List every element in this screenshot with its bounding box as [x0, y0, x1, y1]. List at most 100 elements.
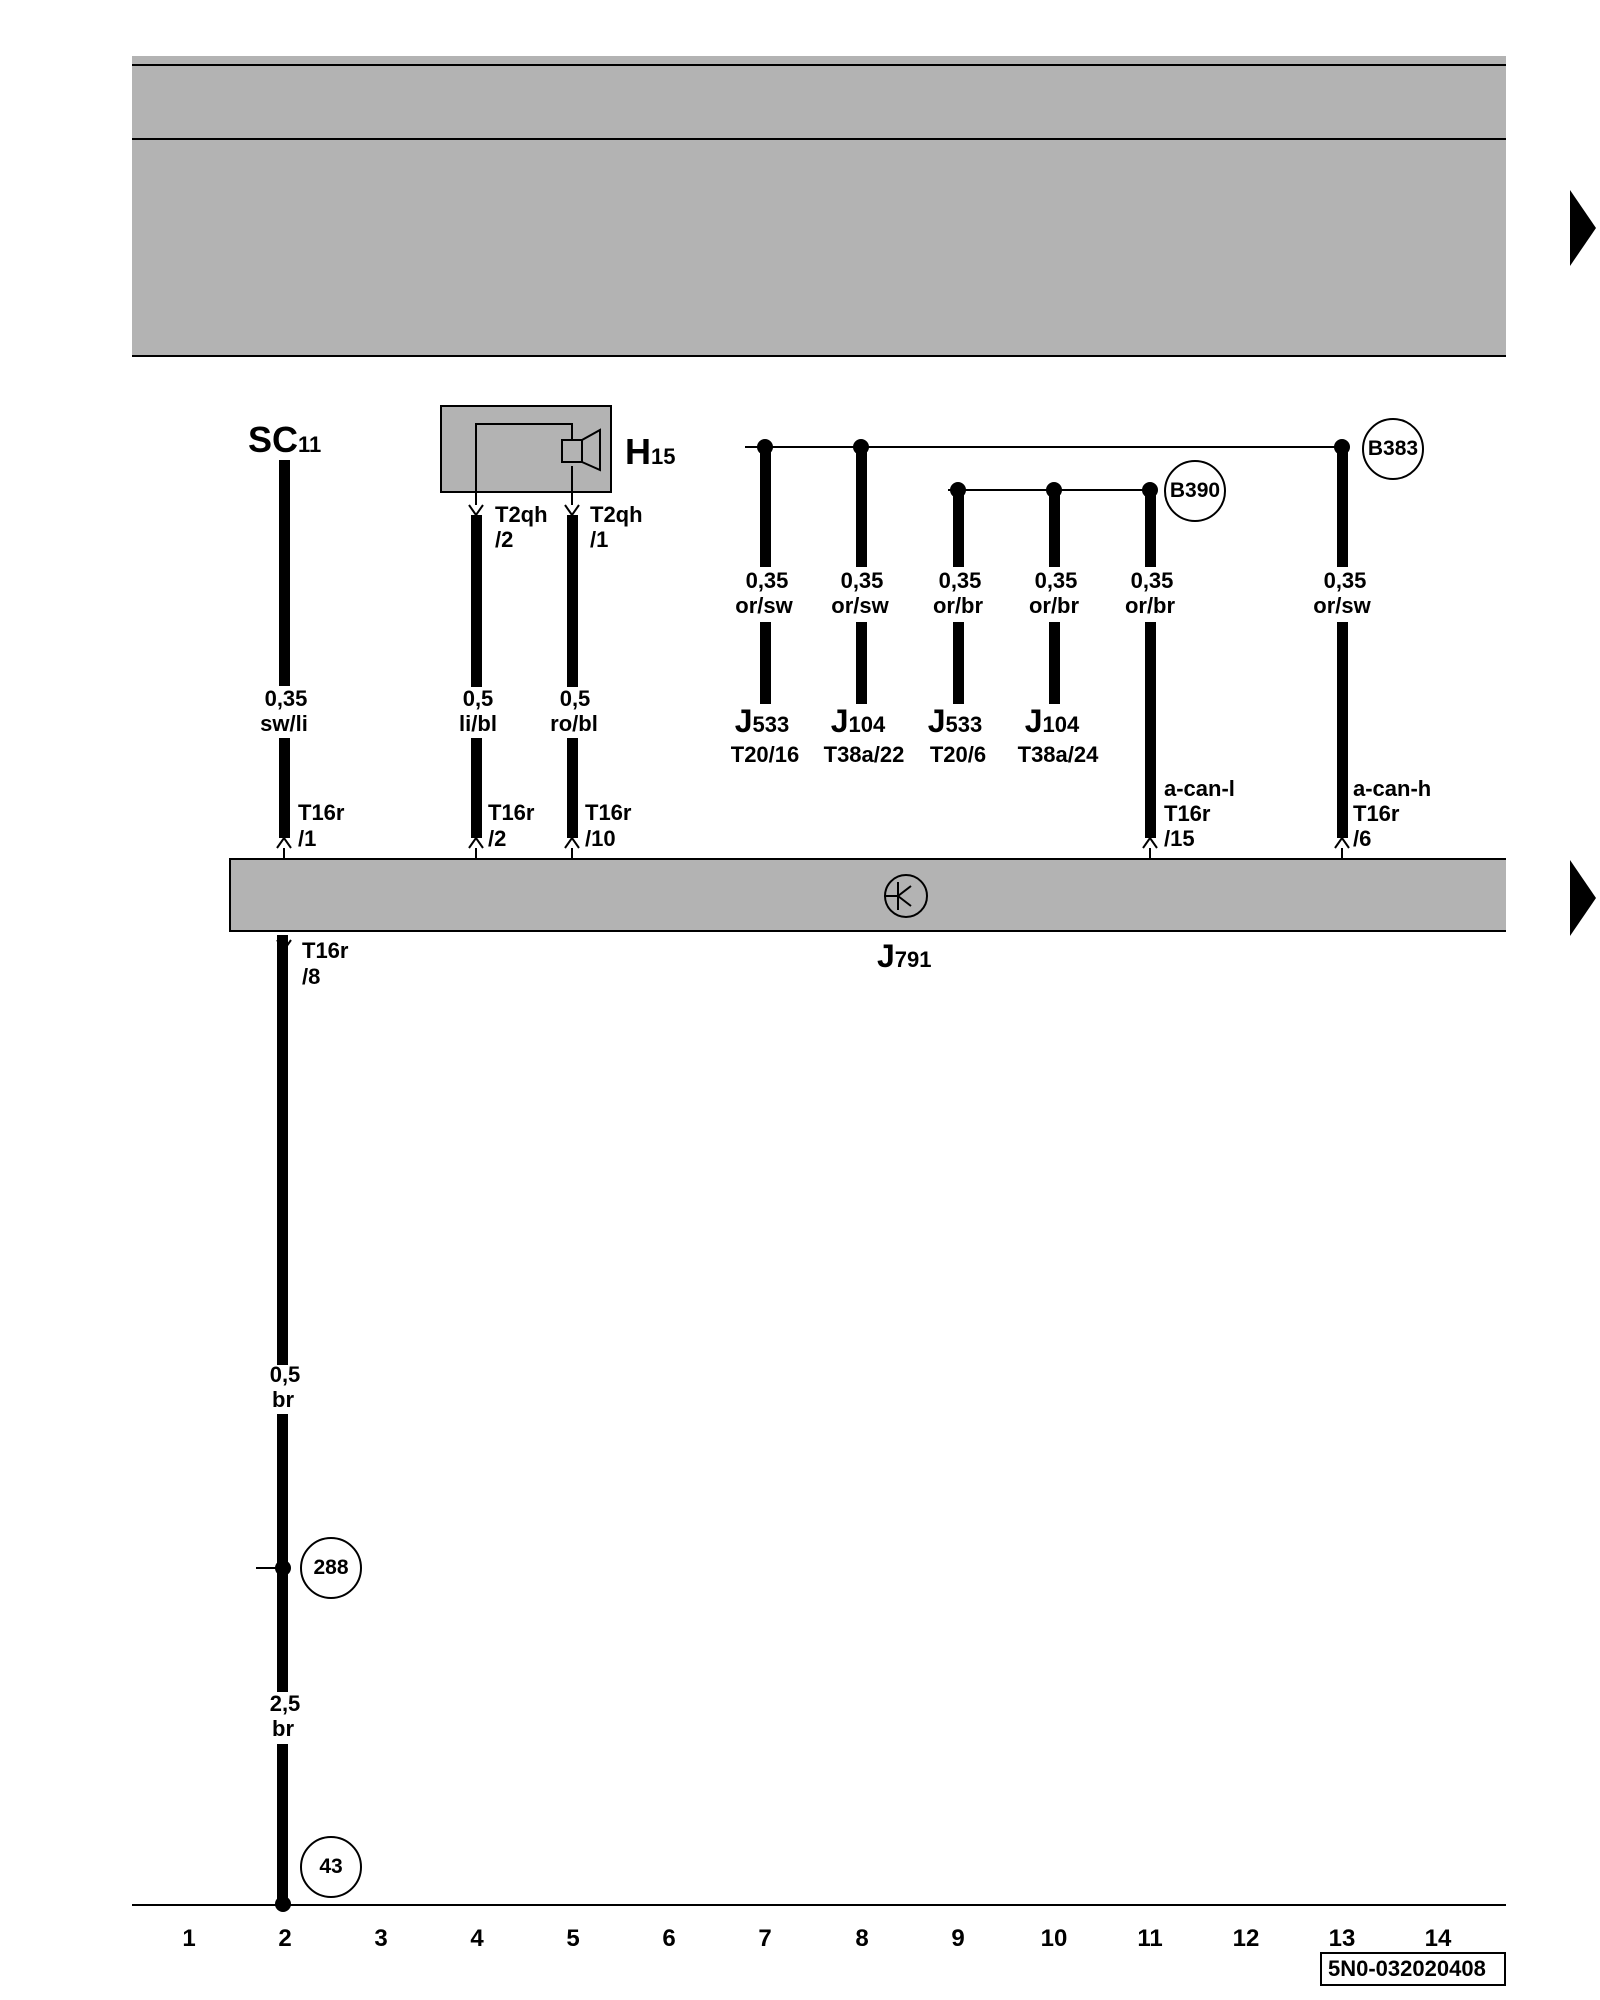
connector-arrow-icon: [276, 836, 292, 849]
track-number-3: 3: [374, 1925, 388, 1952]
wire-c7-color: or/sw: [735, 593, 793, 618]
conn-t16r-2-name: T16r: [488, 800, 535, 825]
next-page-arrow-mid[interactable]: [1570, 860, 1596, 936]
wire-gnd-top: [277, 935, 288, 1365]
junction-288[interactable]: 288: [300, 1537, 362, 1599]
speaker-icon: [561, 428, 601, 472]
wire-gnd-upper-size: 0,5: [269, 1362, 301, 1387]
connector-arrow-icon: [468, 836, 484, 849]
header-line-1: [132, 64, 1506, 66]
wire-c7-upper: [760, 447, 771, 567]
wire-c9-lower: [953, 622, 964, 704]
track-number-1: 1: [182, 1925, 196, 1952]
ecu-j533-a-main: J: [734, 703, 753, 739]
wire-c11-size: 0,35: [1130, 568, 1174, 593]
wire-h15-2-upper: [471, 515, 482, 687]
control-unit-j791-main: J: [877, 938, 895, 974]
connector-arrow-icon: [1142, 836, 1158, 849]
junction-43[interactable]: 43: [300, 1836, 362, 1898]
transistor-icon: [884, 874, 928, 918]
junction-dot-288: [275, 1560, 291, 1576]
conn-t16r-6-signal: a-can-h: [1353, 776, 1432, 801]
header-line-3: [132, 355, 1506, 357]
horn-h15-box[interactable]: [440, 405, 612, 493]
wire-h15-2-color: li/bl: [459, 711, 497, 736]
conn-t16r-6-name: T16r: [1353, 801, 1400, 826]
connector-arrow-icon: [564, 836, 580, 849]
track-number-14: 14: [1424, 1925, 1452, 1952]
ecu-j533-a-sub: 533: [752, 712, 790, 737]
connector-arrow-icon: [468, 504, 484, 517]
wire-c10-upper: [1049, 490, 1060, 567]
ecu-j533-b-pin: T20/6: [929, 742, 987, 767]
wire-h15-2-size: 0,5: [462, 686, 494, 711]
conn-t2qh-2-name: T2qh: [495, 502, 548, 527]
ground-bus-line: [132, 1904, 1506, 1906]
conn-t16r-8-pin: /8: [302, 964, 321, 989]
wire-sc11-color: sw/li: [260, 711, 308, 736]
wire-sc11-size: 0,35: [264, 686, 308, 711]
wire-sc11-upper: [279, 460, 290, 686]
control-unit-j791-box[interactable]: [229, 858, 1506, 932]
ecu-j104-a-sub: 104: [848, 712, 886, 737]
ecu-j533-b-sub: 533: [945, 712, 983, 737]
fuse-sc11-sub: 11: [298, 432, 322, 457]
track-number-8: 8: [855, 1925, 869, 1952]
control-unit-j791-sub: 791: [894, 947, 932, 972]
wire-h15-2-lower: [471, 738, 482, 838]
connector-arrow-icon: [276, 939, 292, 952]
wire-c8-color: or/sw: [831, 593, 889, 618]
conn-t16r-15-signal: a-can-l: [1164, 776, 1235, 801]
wire-h15-1-lower: [567, 738, 578, 838]
conn-t2qh-1-name: T2qh: [590, 502, 643, 527]
wire-c11-upper: [1145, 490, 1156, 567]
can-h-bus-line: [745, 446, 1345, 448]
wire-c9-color: or/br: [932, 593, 984, 618]
junction-b390[interactable]: B390: [1164, 460, 1226, 522]
wire-c13-color: or/sw: [1313, 593, 1371, 618]
conn-t16r-10-name: T16r: [585, 800, 632, 825]
fuse-sc11-label: SC11: [248, 420, 321, 465]
ecu-j104-b-main: J: [1024, 703, 1043, 739]
wire-c9-upper: [953, 490, 964, 567]
conn-t2qh-2-pin: /2: [495, 527, 514, 552]
drawing-number-box: 5N0-032020408: [1320, 1952, 1506, 1986]
wire-gnd-middle: [277, 1414, 288, 1692]
conn-t16r-10-pin: /10: [585, 826, 616, 851]
wire-c10-color: or/br: [1028, 593, 1080, 618]
ecu-j104-b-label: J104: [1025, 704, 1080, 742]
ecu-j533-a-label: J533: [735, 704, 790, 742]
wire-h15-1-size: 0,5: [559, 686, 591, 711]
fuse-sc11-main: SC: [248, 419, 299, 460]
conn-t16r-1-name: T16r: [298, 800, 345, 825]
ecu-j104-b-sub: 104: [1042, 712, 1080, 737]
wire-c8-size: 0,35: [840, 568, 884, 593]
wire-c7-size: 0,35: [745, 568, 789, 593]
track-number-11: 11: [1137, 1925, 1163, 1952]
header-band-top: [132, 56, 1506, 138]
horn-h15-sub: 15: [651, 444, 676, 469]
wire-gnd-lower-color: br: [272, 1716, 294, 1741]
conn-t16r-15-name: T16r: [1164, 801, 1211, 826]
junction-b383[interactable]: B383: [1362, 418, 1424, 480]
track-number-9: 9: [951, 1925, 965, 1952]
ecu-j533-a-pin: T20/16: [730, 742, 800, 767]
track-number-6: 6: [662, 1925, 676, 1952]
wire-h15-1-upper: [567, 515, 578, 687]
conn-t16r-6-pin: /6: [1353, 826, 1372, 851]
header-line-2: [132, 138, 1506, 140]
conn-t16r-8-name: T16r: [302, 938, 349, 963]
control-unit-j791-label: J791: [877, 939, 932, 977]
wire-c13-size: 0,35: [1323, 568, 1367, 593]
wire-h15-1-color: ro/bl: [550, 711, 598, 736]
wire-gnd-upper-color: br: [272, 1387, 294, 1412]
wire-c11-lower: [1145, 622, 1156, 838]
wire-gnd-lower-size: 2,5: [269, 1691, 301, 1716]
ecu-j533-b-main: J: [927, 703, 946, 739]
horn-internal-wire: [475, 423, 573, 505]
track-number-4: 4: [470, 1925, 484, 1952]
wire-sc11-lower: [279, 738, 290, 838]
connector-arrow-icon: [564, 504, 580, 517]
next-page-arrow-top[interactable]: [1570, 190, 1596, 266]
